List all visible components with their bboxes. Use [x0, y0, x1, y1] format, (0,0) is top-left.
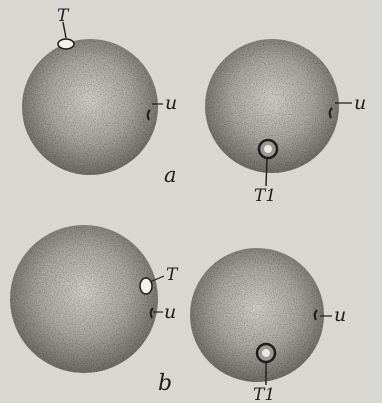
sphere-b-left: T u — [10, 225, 179, 373]
marker-T1-label: T1 — [254, 186, 276, 206]
marker-T-label: T — [166, 265, 179, 285]
marker-T1-label: T1 — [253, 385, 275, 403]
sphere-b-left-stipple — [10, 225, 158, 373]
panel-b: T u u T1 b — [10, 225, 346, 403]
marker-u-label: u — [165, 92, 177, 114]
sphere-a-left: T u — [22, 6, 177, 175]
panel-b-label: b — [158, 371, 172, 396]
marker-T1-center — [264, 145, 272, 153]
marker-u-label: u — [164, 301, 176, 323]
marker-T-label: T — [57, 6, 70, 26]
panel-a-label: a — [164, 163, 177, 187]
panel-a: T u u T1 a — [22, 6, 366, 206]
sphere-a-right: u T1 — [205, 39, 366, 206]
marker-T-spot — [58, 39, 74, 49]
sphere-a-left-stipple — [22, 39, 158, 175]
marker-u-label: u — [354, 92, 366, 114]
marker-T-spot — [140, 278, 152, 294]
marker-u-label: u — [334, 304, 346, 326]
marker-T1-center — [262, 349, 270, 357]
sphere-b-right-stipple — [190, 248, 324, 382]
marker-T1-leader — [266, 158, 267, 186]
sphere-b-right: u T1 — [190, 248, 346, 403]
